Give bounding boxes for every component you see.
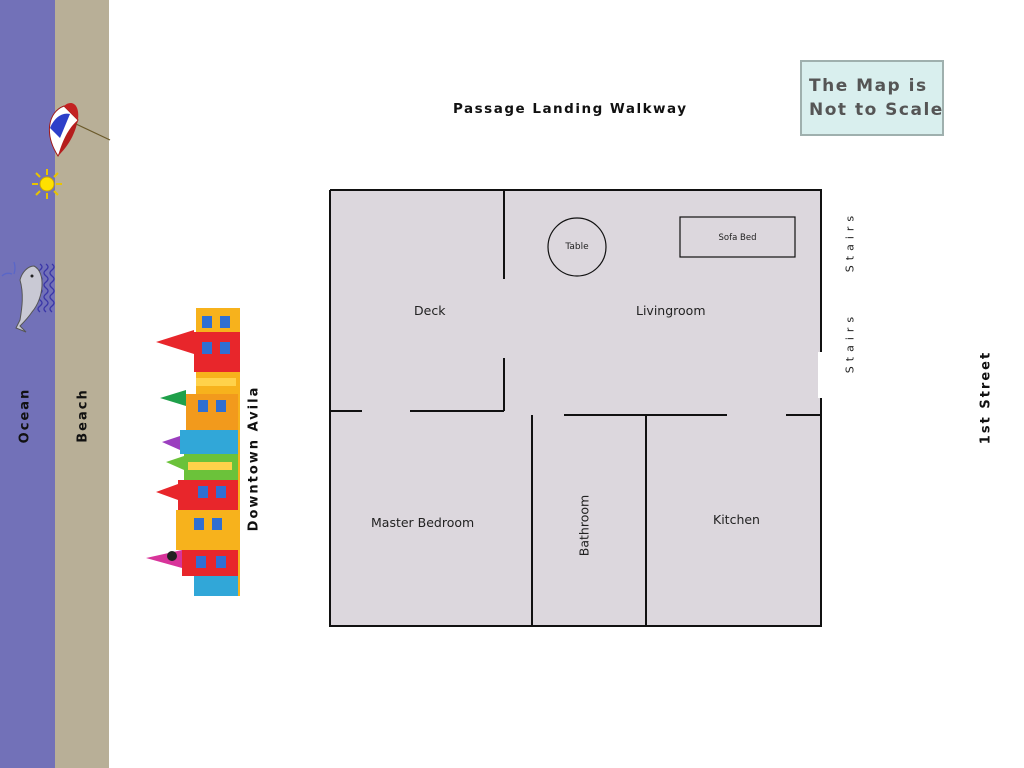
floor-area	[330, 190, 821, 626]
scale-note: The Map is Not to Scale	[800, 60, 944, 136]
table-label: Table	[565, 242, 589, 252]
beach-umbrella-icon	[48, 102, 111, 157]
table-shape	[547, 217, 607, 277]
room-label-deck: Deck	[414, 303, 446, 318]
sun-icon	[32, 169, 62, 199]
scale-note-line-2: Not to Scale	[809, 100, 944, 120]
walkway-label: Passage Landing Walkway	[453, 101, 688, 117]
stairs-label-top: Stairs	[843, 210, 857, 273]
sofa-bed-shape	[679, 216, 796, 258]
whale-icon	[1, 261, 55, 333]
room-label-bathroom: Bathroom	[576, 494, 592, 557]
colorful-buildings-illustration	[146, 308, 240, 596]
first-street-label: 1st Street	[978, 350, 994, 445]
scale-note-line-1: The Map is	[809, 76, 928, 96]
sofa-bed-label: Sofa Bed	[718, 233, 757, 243]
room-label-kitchen: Kitchen	[713, 512, 760, 527]
walls	[329, 189, 822, 627]
ocean-strip	[0, 0, 55, 768]
room-label-livingroom: Livingroom	[636, 303, 706, 318]
stairs-label-bottom: Stairs	[843, 311, 857, 374]
room-label-master-bedroom: Master Bedroom	[371, 515, 475, 530]
